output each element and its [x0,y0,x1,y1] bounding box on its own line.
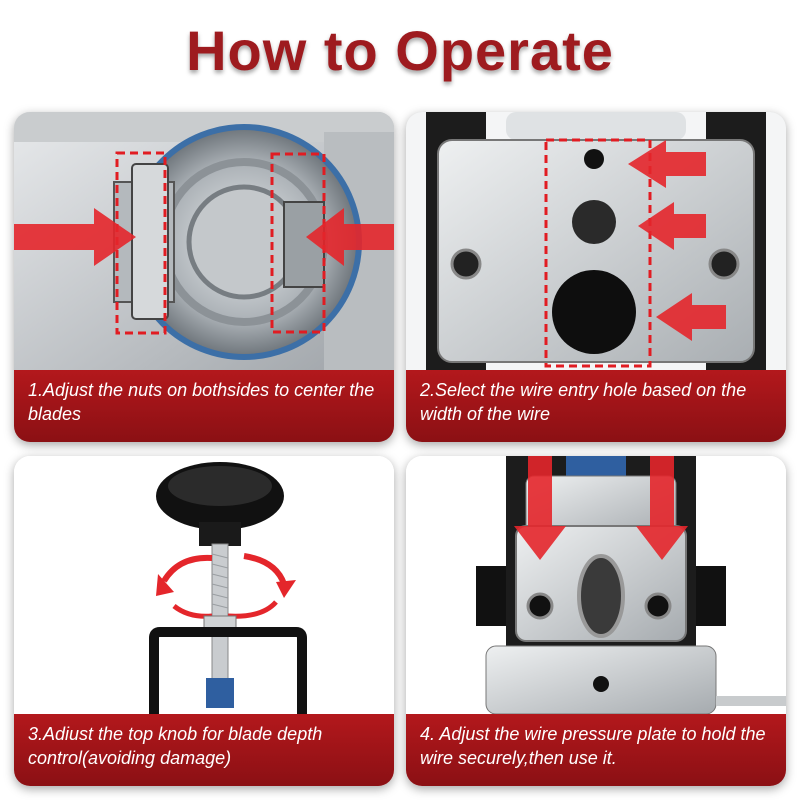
step-panel-3: 3.Adiust the top knob for blade depth co… [14,456,394,786]
top-knob-photo [14,456,394,714]
step-panel-1: 1.Adjust the nuts on bothsides to center… [14,112,394,442]
step-caption-text: 1.Adjust the nuts on bothsides to center… [28,380,375,424]
step-caption-1: 1.Adjust the nuts on bothsides to center… [14,370,394,442]
step-panel-2: 2.Select the wire entry hole based on th… [406,112,786,442]
step-caption-3: 3.Adiust the top knob for blade depth co… [14,714,394,786]
step-caption-text: 4. Adjust the wire pressure plate to hol… [420,724,766,768]
step-caption-2: 2.Select the wire entry hole based on th… [406,370,786,442]
wire-entry-holes-photo [406,112,786,370]
pressure-plate-photo [406,456,786,714]
step-caption-text: 3.Adiust the top knob for blade depth co… [28,724,323,768]
step-panel-4: 4. Adjust the wire pressure plate to hol… [406,456,786,786]
blade-nuts-photo [14,112,394,370]
step-caption-text: 2.Select the wire entry hole based on th… [420,380,747,424]
step-caption-4: 4. Adjust the wire pressure plate to hol… [406,714,786,786]
page-title: How to Operate [186,19,614,82]
